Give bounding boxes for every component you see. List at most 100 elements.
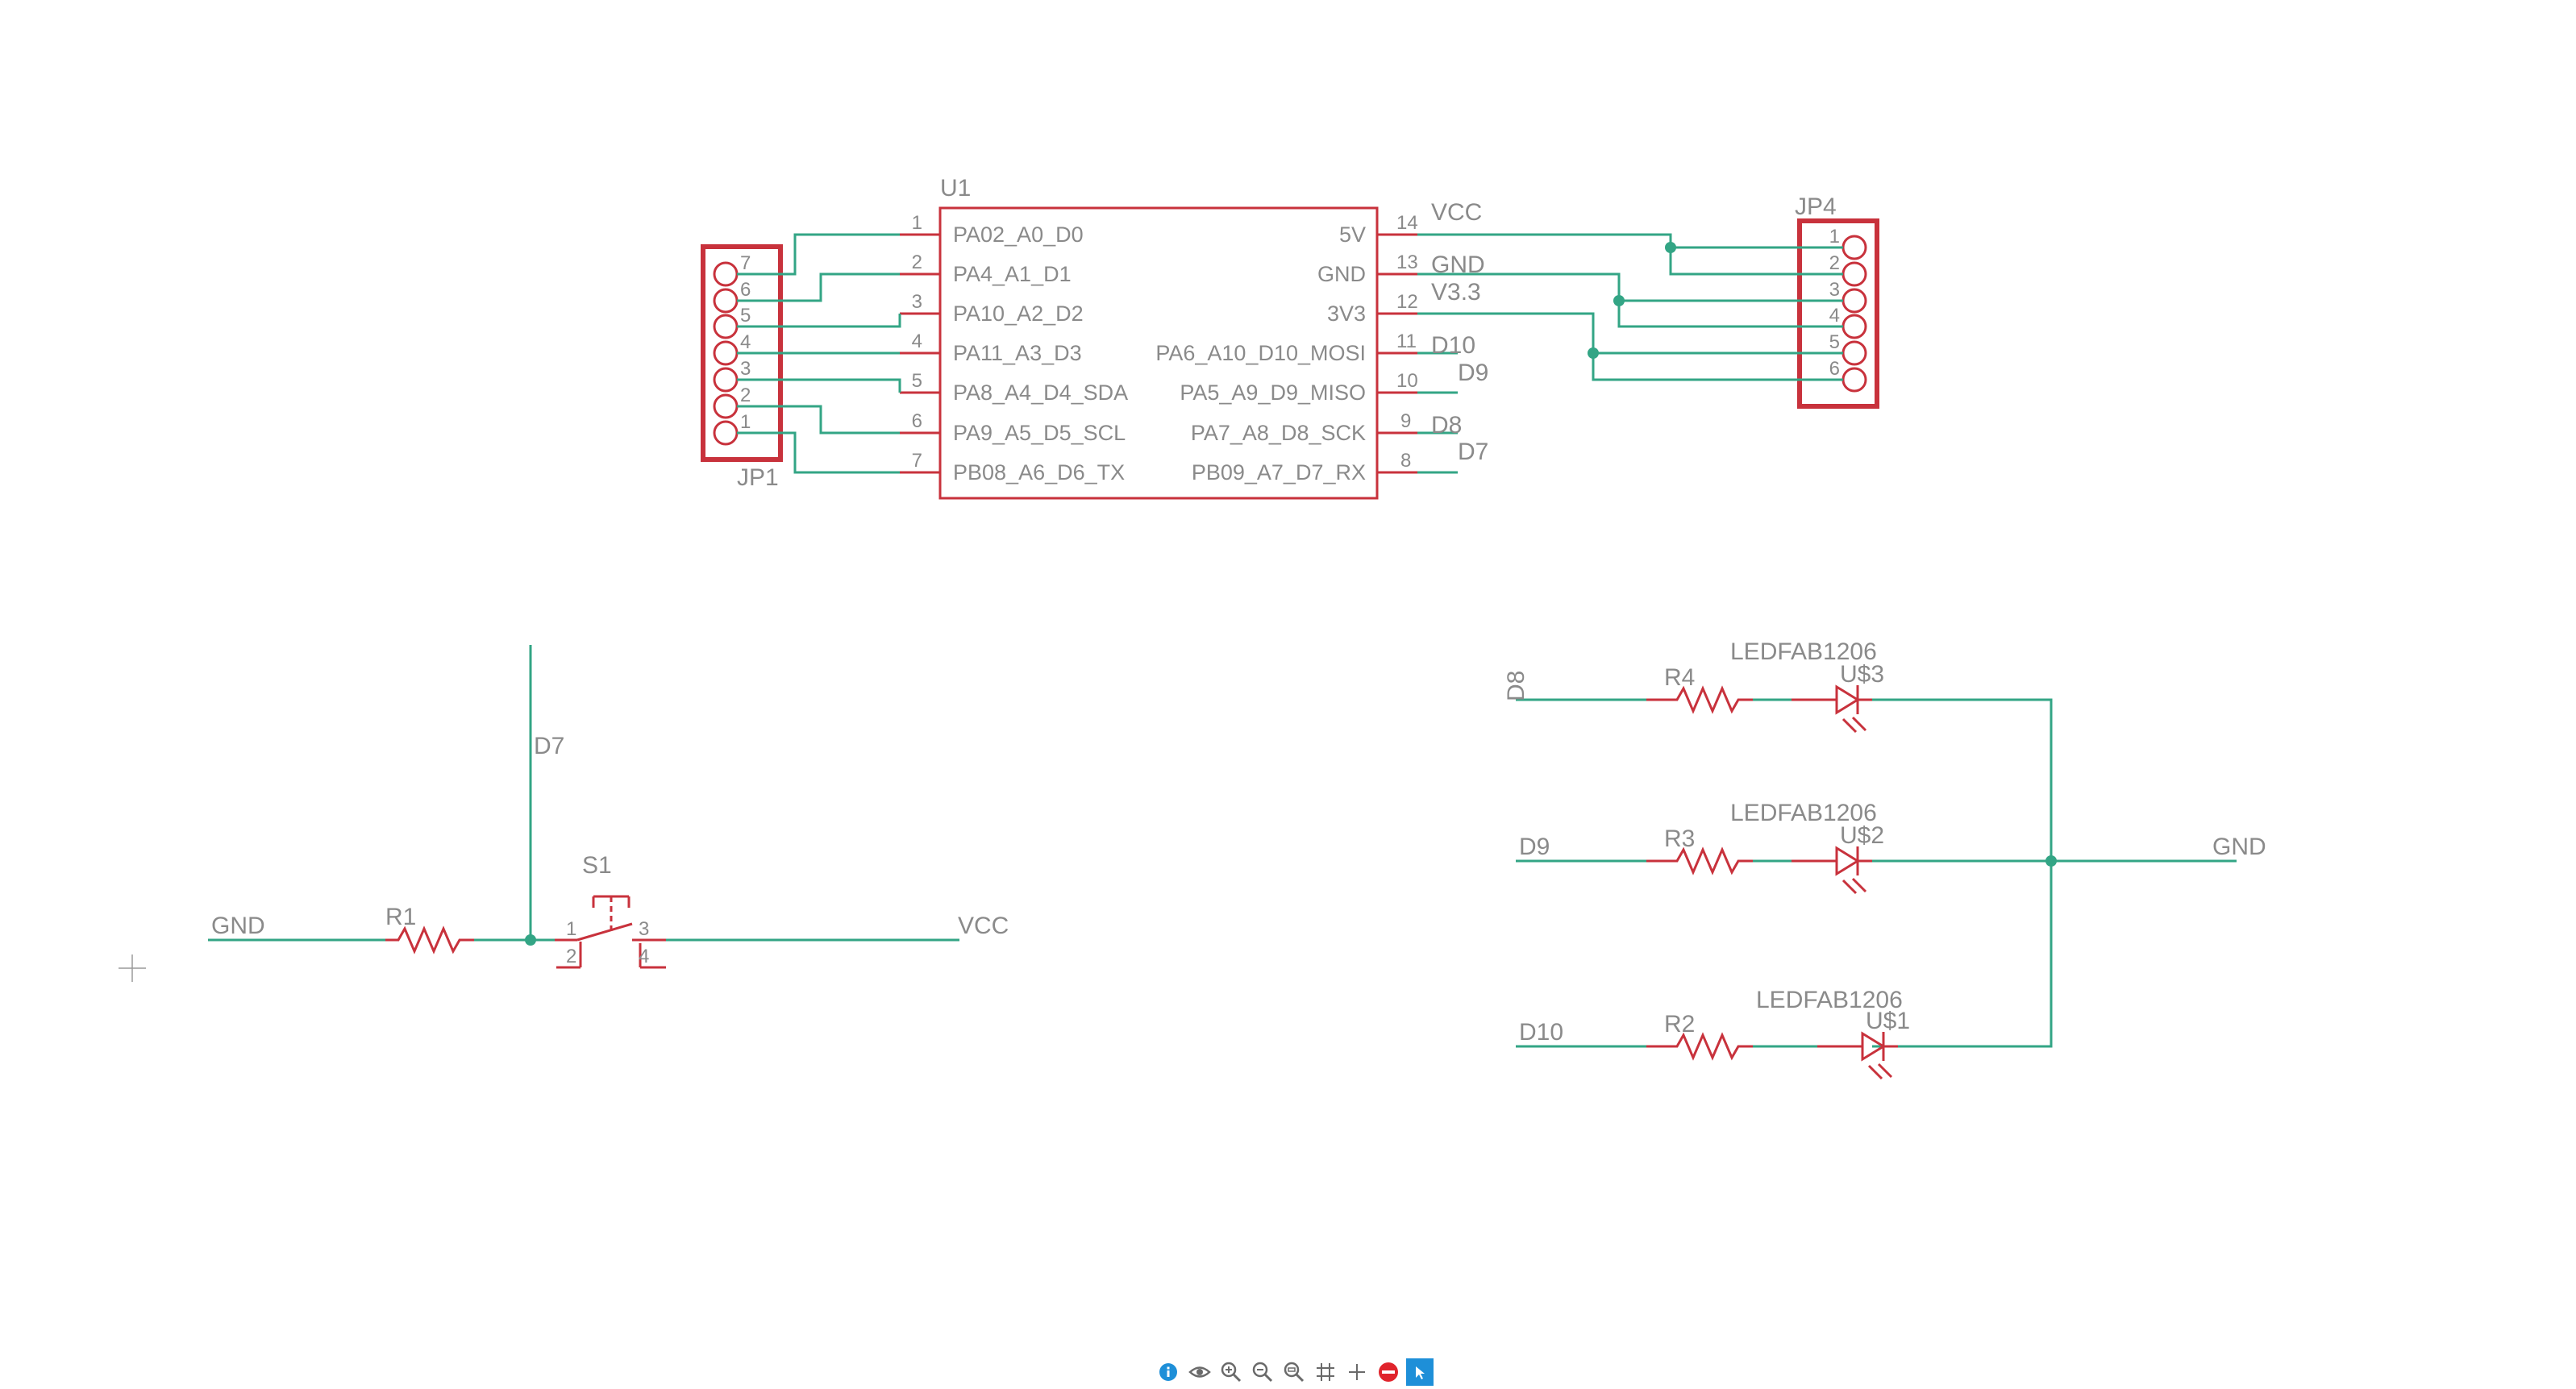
u1-pin-name: PA9_A5_D5_SCL xyxy=(953,421,1126,445)
led-symbol xyxy=(1817,1031,1898,1080)
net-label-d7: D7 xyxy=(534,733,564,759)
u1-pin-name: PA7_A8_D8_SCK xyxy=(1191,421,1366,445)
jp1-pin-num: 4 xyxy=(740,331,751,353)
add-button[interactable] xyxy=(1343,1358,1371,1386)
u1-pin-name: GND xyxy=(1317,262,1366,286)
component-led-u3[interactable]: LEDFAB1206 U$3 xyxy=(1730,638,1884,734)
crosshair-cursor-icon xyxy=(119,954,146,982)
stop-icon xyxy=(1379,1362,1398,1382)
led-value: LEDFAB1206 xyxy=(1730,638,1877,665)
zoom-out-button[interactable] xyxy=(1249,1358,1276,1386)
jp4-body xyxy=(1797,218,1879,409)
u1-pin-num: 4 xyxy=(912,331,922,352)
zoom-fit-button[interactable] xyxy=(1280,1358,1308,1386)
zoom-out-icon xyxy=(1252,1362,1273,1383)
led-value: LEDFAB1206 xyxy=(1756,987,1903,1013)
led-value: LEDFAB1206 xyxy=(1730,800,1877,826)
led-ref: U$1 xyxy=(1866,1008,1910,1034)
net-label-d9: D9 xyxy=(1519,834,1550,860)
eye-icon xyxy=(1188,1366,1211,1378)
jp1-pin-num: 3 xyxy=(740,358,751,380)
component-led-u2[interactable]: LEDFAB1206 U$2 xyxy=(1730,800,1884,895)
grid-icon xyxy=(1317,1363,1334,1381)
resistor-symbol xyxy=(1646,1032,1753,1061)
jp4-pin-num: 2 xyxy=(1829,252,1840,274)
u1-pin-num: 7 xyxy=(912,450,922,472)
u1-pin-name: PB09_A7_D7_RX xyxy=(1192,460,1366,484)
junction-dot xyxy=(2045,855,2057,867)
u1-pin-name: PA5_A9_D9_MISO xyxy=(1180,381,1366,405)
junction-dot xyxy=(1665,242,1676,253)
component-led-u1[interactable]: LEDFAB1206 U$1 xyxy=(1756,987,1910,1080)
s1-pin-num: 1 xyxy=(566,918,576,940)
u1-pin-name: PA8_A4_D4_SDA xyxy=(953,381,1128,405)
resistor-symbol xyxy=(1646,846,1753,875)
select-tool-button[interactable] xyxy=(1406,1358,1434,1386)
u1-pin-name: 3V3 xyxy=(1327,302,1366,326)
u1-right-nets xyxy=(1417,351,1458,474)
jp1-pin-num: 1 xyxy=(740,411,751,433)
resistor-symbol xyxy=(385,925,474,954)
junction-dot xyxy=(1613,295,1625,306)
component-jp1[interactable]: 7 6 5 4 3 2 1 JP1 xyxy=(701,244,783,491)
component-u1[interactable]: U1 1 2 3 4 5 6 7 PA02_A0_D0 PA4_A1_D1 PA… xyxy=(900,175,1418,500)
u1-pin-num: 2 xyxy=(912,252,922,273)
jp1-u1-wires xyxy=(737,233,901,474)
viewer-toolbar xyxy=(1155,1358,1434,1387)
u1-pin-num: 5 xyxy=(912,370,922,392)
jp4-ref: JP4 xyxy=(1795,193,1837,220)
u1-pin-name: PA11_A3_D3 xyxy=(953,341,1082,365)
jp1-pin-num: 2 xyxy=(740,385,751,406)
u1-pin-num: 9 xyxy=(1400,410,1411,432)
r4-ref: R4 xyxy=(1664,664,1695,691)
visibility-button[interactable] xyxy=(1186,1358,1213,1386)
jp1-pin-num: 7 xyxy=(740,252,751,274)
s1-pin-num: 2 xyxy=(566,946,576,967)
led-ref: U$3 xyxy=(1840,661,1884,688)
jp1-pin-num: 6 xyxy=(740,279,751,301)
info-button[interactable] xyxy=(1155,1358,1182,1386)
component-jp4[interactable]: 1 2 3 4 5 6 JP4 xyxy=(1795,193,1879,409)
net-label-d7: D7 xyxy=(1458,439,1488,465)
r2-ref: R2 xyxy=(1664,1011,1695,1038)
u1-pin-num: 12 xyxy=(1396,291,1418,313)
net-label-gnd: GND xyxy=(211,913,265,939)
u1-pin-name: PB08_A6_D6_TX xyxy=(953,460,1125,484)
net-label-vcc: VCC xyxy=(958,913,1009,939)
net-label-d10: D10 xyxy=(1431,332,1475,359)
info-icon xyxy=(1159,1363,1177,1381)
u1-ref: U1 xyxy=(940,175,971,202)
component-s1[interactable]: S1 1 2 3 4 xyxy=(555,852,666,969)
component-r2[interactable]: R2 xyxy=(1646,1011,1753,1061)
component-r4[interactable]: R4 xyxy=(1646,664,1753,714)
u1-pin-name: PA4_A1_D1 xyxy=(953,262,1072,286)
zoom-in-button[interactable] xyxy=(1217,1358,1245,1386)
u1-pin-num: 3 xyxy=(912,291,922,313)
component-r3[interactable]: R3 xyxy=(1646,825,1753,875)
junction-dot xyxy=(1588,347,1599,359)
u1-pin-num: 10 xyxy=(1396,370,1418,392)
jp1-pin-num: 5 xyxy=(740,305,751,326)
net-label-d8: D8 xyxy=(1431,412,1462,439)
net-label-d10: D10 xyxy=(1519,1019,1563,1046)
resistor-symbol xyxy=(1646,685,1753,714)
grid-button[interactable] xyxy=(1312,1358,1339,1386)
u1-pin-name: PA02_A0_D0 xyxy=(953,222,1084,247)
s1-ref: S1 xyxy=(582,852,612,879)
cursor-icon xyxy=(1416,1366,1425,1379)
u1-pin-num: 6 xyxy=(912,410,922,432)
stop-button[interactable] xyxy=(1375,1358,1402,1386)
net-label-vcc: VCC xyxy=(1431,199,1482,226)
jp4-pin-num: 6 xyxy=(1829,358,1840,380)
junction-dot xyxy=(525,934,536,946)
jp4-pin-num: 4 xyxy=(1829,305,1840,326)
zoom-fit-icon xyxy=(1284,1362,1305,1383)
u1-pin-num: 1 xyxy=(912,212,922,234)
net-label-v33: V3.3 xyxy=(1431,279,1481,306)
led-ref: U$2 xyxy=(1840,822,1884,849)
jp4-pin-num: 1 xyxy=(1829,226,1840,247)
jp4-pin-num: 3 xyxy=(1829,279,1840,301)
jp1-ref: JP1 xyxy=(737,464,779,491)
component-r1[interactable]: R1 xyxy=(385,904,474,954)
